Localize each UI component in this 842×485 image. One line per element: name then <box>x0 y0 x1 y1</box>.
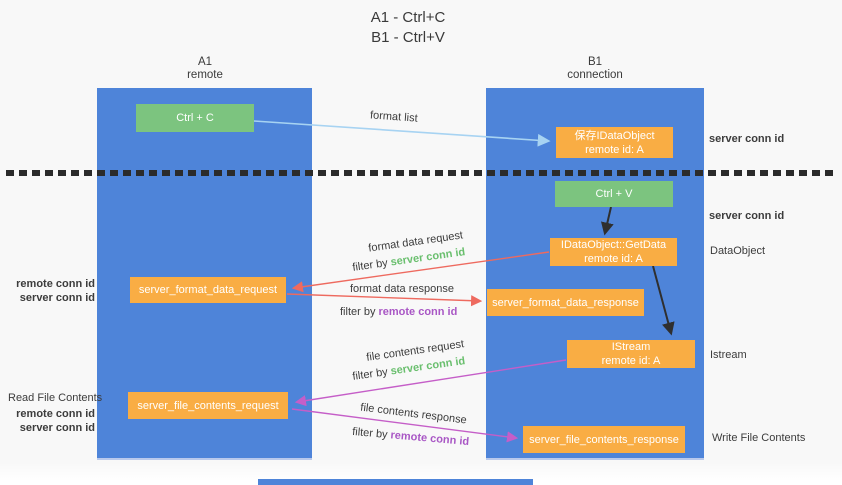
node-save-idataobject-line1: 保存IDataObject <box>574 129 655 142</box>
node-server-file-contents-response: server_file_contents_response <box>523 426 685 453</box>
node-istream-line2: remote id: A <box>601 355 661 367</box>
side-label-server-conn-id-mid: server conn id <box>709 210 785 222</box>
label-format-list: format list <box>369 109 419 125</box>
filter-by-text: filter by <box>351 366 389 383</box>
node-ctrl-v: Ctrl + V <box>555 181 673 207</box>
node-istream: IStream remote id: A <box>567 340 695 368</box>
filter-by-text: filter by <box>351 425 389 441</box>
lane-b1-name: B1 <box>587 56 603 68</box>
lane-b1-subtitle: connection <box>567 69 623 81</box>
title-line-a1: A1 - Ctrl+C <box>370 9 446 26</box>
node-istream-line1: IStream <box>611 341 651 353</box>
side-label-write-file-contents: Write File Contents <box>712 432 806 444</box>
node-getdata-line2: remote id: A <box>584 253 643 265</box>
node-getdata-line1: IDataObject::GetData <box>560 239 667 251</box>
side-label-server-conn-id-left-top: server conn id <box>19 292 95 304</box>
side-label-read-file-contents: Read File Contents <box>8 392 103 404</box>
lane-a1-subtitle: remote <box>187 69 223 81</box>
filter-by-text: filter by <box>351 257 389 274</box>
side-label-remote-conn-id-left-top: remote conn id <box>16 278 95 290</box>
title-line-b1: B1 - Ctrl+V <box>371 29 445 46</box>
side-label-server-conn-id-top: server conn id <box>709 133 785 145</box>
lane-header-b1: B1 connection <box>535 56 655 82</box>
node-getdata: IDataObject::GetData remote id: A <box>550 238 677 266</box>
node-server-file-contents-response-label: server_file_contents_response <box>529 433 679 446</box>
label-file-contents-response: file contents response <box>359 401 468 427</box>
bottom-edge-blue-bar <box>258 479 533 485</box>
diagram-title: A1 - Ctrl+C B1 - Ctrl+V <box>308 8 508 48</box>
node-server-format-data-response: server_format_data_response <box>487 289 644 316</box>
node-ctrl-v-label: Ctrl + V <box>595 188 633 200</box>
lane-a1-name: A1 <box>197 56 213 68</box>
lane-header-a1: A1 remote <box>145 56 265 82</box>
node-save-idataobject: 保存IDataObject remote id: A <box>556 127 673 158</box>
node-ctrl-c: Ctrl + C <box>136 104 254 132</box>
node-server-file-contents-request: server_file_contents_request <box>128 392 288 419</box>
filter-by-text: filter by <box>340 306 376 318</box>
node-server-format-data-request-label: server_format_data_request <box>138 284 278 296</box>
node-ctrl-c-label: Ctrl + C <box>176 112 214 124</box>
label-format-data-response: format data response <box>350 283 454 295</box>
side-label-istream: Istream <box>710 349 747 361</box>
bottom-fade <box>0 462 842 485</box>
side-label-remote-conn-id-left-bottom: remote conn id <box>16 408 95 420</box>
remote-conn-id-text: remote conn id <box>378 306 458 318</box>
dotted-separator-line <box>6 170 836 176</box>
node-save-idataobject-line2: remote id: A <box>585 143 644 156</box>
node-server-format-data-response-label: server_format_data_response <box>492 296 639 309</box>
remote-conn-id-text: remote conn id <box>390 429 470 449</box>
side-label-server-conn-id-left-bottom: server conn id <box>19 422 95 434</box>
node-server-format-data-request: server_format_data_request <box>130 277 286 303</box>
side-label-dataobject: DataObject <box>710 245 766 257</box>
node-server-file-contents-request-label: server_file_contents_request <box>137 399 279 412</box>
arrow-format-data-response <box>286 293 483 307</box>
